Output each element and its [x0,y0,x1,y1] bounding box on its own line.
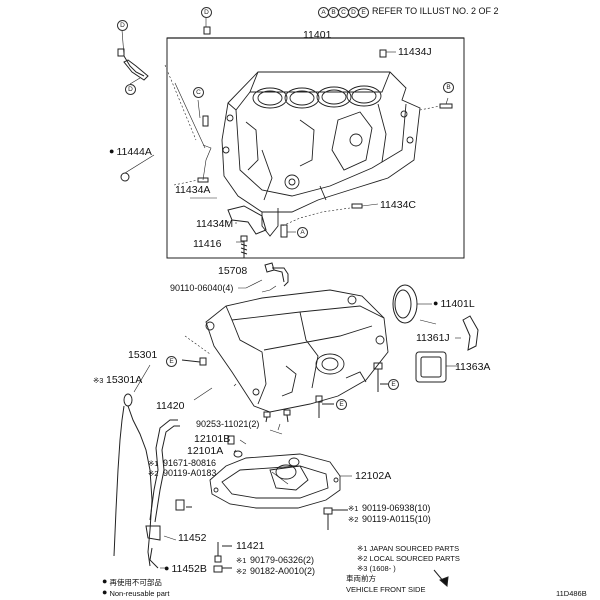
callout-a: A [297,227,308,238]
refer-text: REFER TO ILLUST NO. 2 OF 2 [372,6,499,16]
label-15708[interactable]: 15708 [218,265,248,277]
label-15301a[interactable]: 15301A [106,374,143,386]
oil-seal-11401l [392,284,418,324]
label-11434j[interactable]: 11434J [398,46,432,58]
stud-11421 [214,542,232,563]
label-90119-06938[interactable]: 90119-06938(10) [362,503,431,513]
label-90110-06040[interactable]: 90110-06040(4) [170,283,234,293]
label-91671-80816[interactable]: 91671-80816 [163,458,217,468]
mark-90182: ※2 [236,567,247,576]
cover-11363a [415,351,447,383]
callout-b: B [443,82,454,93]
label-90179-06326[interactable]: 90179-06326(2) [250,555,315,565]
sensor-d [117,26,211,81]
mark-91671: ※1 [148,459,159,468]
mark-15301a: ※3 [93,376,104,385]
pin-b [439,103,453,109]
label-11434m[interactable]: 11434M [196,218,234,230]
label-12101a[interactable]: 12101A [187,445,224,457]
bolt-90119 [323,507,348,530]
mark-90119-06938: ※1 [348,504,359,513]
label-90253-11021[interactable]: 90253-11021(2) [196,419,260,429]
label-11434c[interactable]: 11434C [380,199,417,211]
legend-non-reusable: Non-reusable part [102,589,169,598]
label-11401l[interactable]: 11401L [433,298,474,310]
callout-c: C [193,87,204,98]
tube-15708 [264,262,289,287]
label-11421[interactable]: 11421 [236,540,265,552]
mark-90119-a0115: ※2 [348,515,359,524]
dowel-c [202,115,209,127]
mark-90179: ※1 [236,556,247,565]
label-11401[interactable]: 11401 [303,29,332,41]
label-12102a[interactable]: 12102A [355,470,392,482]
note-japan-sourced: ※1 JAPAN SOURCED PARTS [357,544,460,553]
label-11363a[interactable]: 11363A [455,361,491,373]
callout-d-top: D [117,20,128,31]
ref-letter-e: E [358,7,369,18]
label-11434a[interactable]: 11434A [175,184,211,196]
pin-11434c [351,203,363,209]
plug-11444a [120,172,130,182]
label-90119-a0115[interactable]: 90119-A0115(10) [362,514,431,524]
label-90119-a0183[interactable]: 90119-A0183 [163,468,217,478]
label-90182-a0010[interactable]: 90182-A0010(2) [250,566,316,576]
gasket-12101a [233,450,243,458]
note-local-sourced: ※2 LOCAL SOURCED PARTS [357,554,460,563]
mark-90119-a0183: ※2 [148,469,159,478]
label-11444a[interactable]: 11444A [109,146,151,158]
drain-plug-12101b [227,435,235,445]
bolt-e-bottom [315,395,334,418]
diagram-code: 11D486B [556,589,587,598]
cylinder-block [221,71,421,237]
dipstick-15301 [113,393,153,567]
label-11452[interactable]: 11452 [178,532,207,544]
legend-non-reusable-jp: 再使用不可部品 [102,578,162,587]
gasket-11361j [462,315,479,351]
callout-d-header: D [201,7,212,18]
vehicle-front-label: VEHICLE FRONT SIDE [346,585,426,594]
callout-e-right: E [388,379,399,390]
pin-11434m [280,224,288,238]
bolt-11416 [240,235,248,258]
vehicle-front-arrow [433,569,449,587]
label-15301[interactable]: 15301 [128,349,158,361]
label-11416[interactable]: 11416 [193,238,222,250]
note-date-range: ※3 (1608- ) [357,564,396,573]
guide-tube-11452 [145,419,192,569]
bracket-11434m [227,205,267,235]
callout-d-lower: D [125,84,136,95]
label-12101b[interactable]: 12101B [194,433,231,445]
label-11452b[interactable]: 11452B [164,563,206,575]
label-11361j[interactable]: 11361J [416,332,450,344]
vehicle-front-jp: 車両前方 [346,574,376,583]
bolt-e-left [181,357,207,366]
label-11420[interactable]: 11420 [156,400,185,412]
oil-pan-12102a [209,453,341,509]
bolt-90253 [263,409,291,423]
oil-pan-upper [205,289,389,413]
pin-11434j [379,49,387,58]
callout-e-bottom: E [336,399,347,410]
nut-90179 [213,565,232,573]
callout-e-left: E [166,356,177,367]
